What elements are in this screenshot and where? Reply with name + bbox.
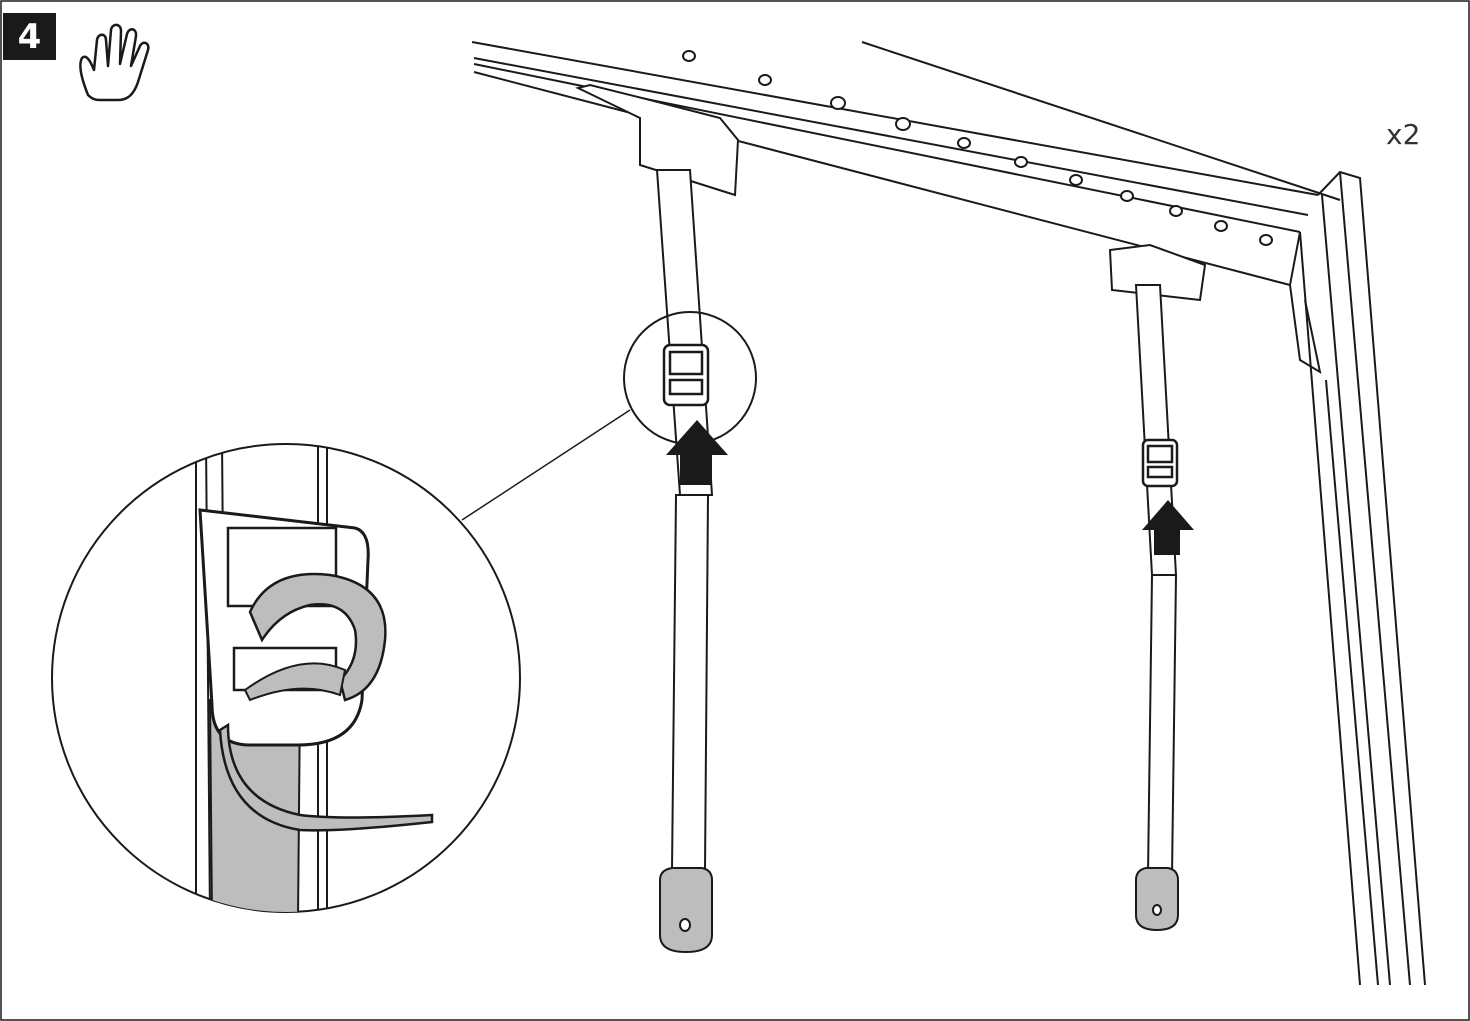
- left-strap: [655, 169, 714, 871]
- left-strap-tab: [659, 867, 713, 954]
- right-bracket: [1108, 243, 1207, 302]
- left-bracket: [575, 83, 740, 197]
- zoom-source-circle: [623, 311, 757, 445]
- quantity-label: x2: [1386, 118, 1421, 151]
- hand-icon: [79, 23, 150, 102]
- detail-view: [51, 443, 521, 913]
- right-upright: [1289, 170, 1426, 986]
- arrow-up-icon: [666, 420, 728, 485]
- left-buckle: [662, 343, 710, 407]
- rail-holes: [682, 50, 1273, 246]
- top-rail: [471, 41, 1341, 286]
- right-strap-tab: [1135, 867, 1179, 932]
- zoom-connector-line: [461, 409, 631, 521]
- arrow-up-icon: [1142, 500, 1194, 555]
- right-buckle: [1141, 438, 1179, 488]
- right-strap: [1134, 284, 1178, 876]
- step-number-badge: 4: [3, 13, 56, 60]
